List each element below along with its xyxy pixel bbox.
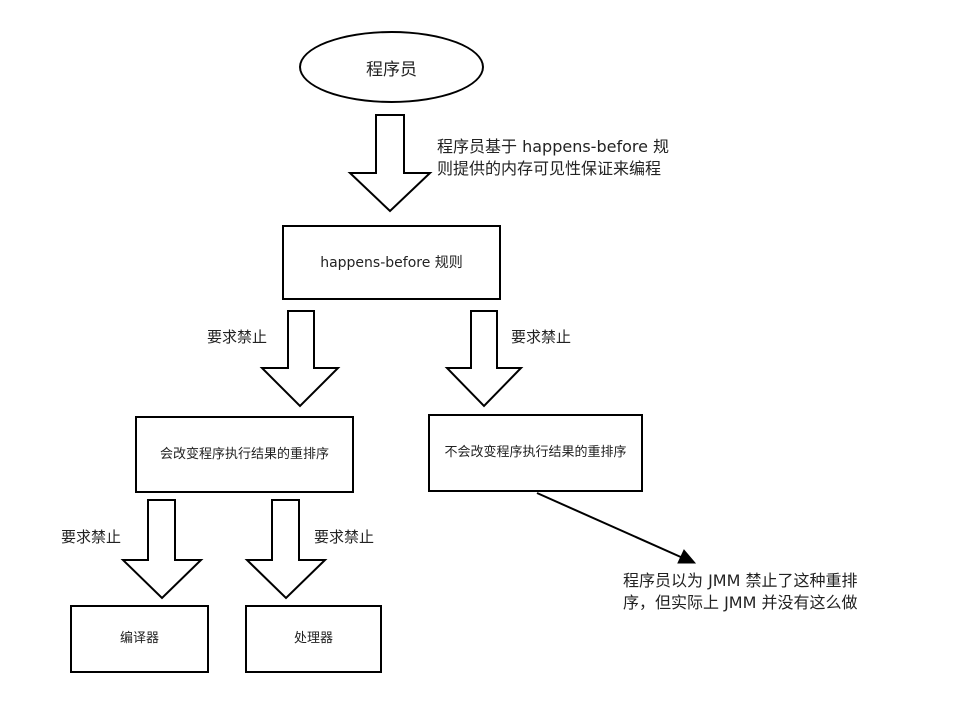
prohibit-label-right: 要求禁止 xyxy=(511,328,572,346)
prohibit-label-processor: 要求禁止 xyxy=(314,528,375,546)
compiler-label: 编译器 xyxy=(119,631,159,646)
arrow-reorder-to-compiler xyxy=(120,499,204,600)
changing-reorder-node: 会改变程序执行结果的重排序 xyxy=(135,416,354,493)
changing-reorder-label: 会改变程序执行结果的重排序 xyxy=(159,446,329,462)
nonchanging-reorder-label: 不会改变程序执行结果的重排序 xyxy=(444,445,627,460)
arrow-programmer-to-rules xyxy=(347,114,433,213)
prohibit-label-compiler: 要求禁止 xyxy=(61,528,122,546)
arrow-reorder-to-processor xyxy=(244,499,328,600)
jmm-note: 程序员以为 JMM 禁止了这种重排 序，但实际上 JMM 并没有这么做 xyxy=(623,571,858,612)
compiler-node: 编译器 xyxy=(70,605,209,673)
programmer-node: 程序员 xyxy=(299,31,484,103)
happens-before-rules-node: happens-before 规则 xyxy=(282,225,501,300)
connector-line-to-jmm-note xyxy=(536,492,684,559)
programmer-note: 程序员基于 happens-before 规 则提供的内存可见性保证来编程 xyxy=(437,137,670,178)
nonchanging-reorder-node: 不会改变程序执行结果的重排序 xyxy=(428,414,643,492)
processor-label: 处理器 xyxy=(293,631,333,646)
programmer-node-label: 程序员 xyxy=(366,59,417,80)
happens-before-rules-label: happens-before 规则 xyxy=(320,254,463,271)
connector-arrowhead xyxy=(677,549,697,564)
processor-node: 处理器 xyxy=(245,605,382,673)
arrow-rules-to-changing-reorder xyxy=(259,310,341,408)
arrow-rules-to-nonchanging-reorder xyxy=(444,310,524,408)
prohibit-label-left: 要求禁止 xyxy=(207,328,268,346)
